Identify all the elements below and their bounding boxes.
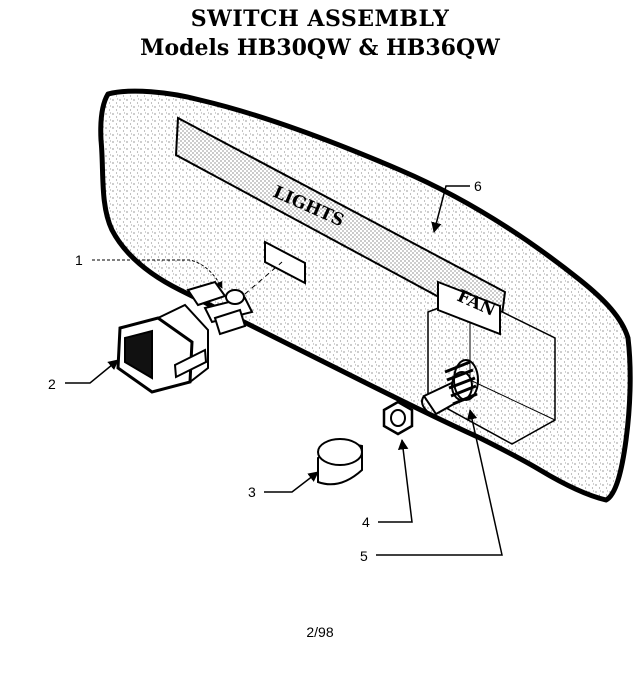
callout-1-leader <box>92 259 223 289</box>
callout-2: 2 <box>48 376 56 392</box>
callout-2-leader <box>65 359 119 384</box>
lights-switch-cutout <box>264 240 306 285</box>
callout-4-leader <box>378 438 413 523</box>
callout-5: 5 <box>360 548 368 564</box>
callout-1: 1 <box>75 252 83 268</box>
callout-4: 4 <box>362 514 370 530</box>
callout-3-leader <box>264 471 319 493</box>
fan-label-tab <box>437 280 501 336</box>
callout-5-leader <box>376 408 503 556</box>
hex-nut <box>382 400 414 436</box>
diagram-title: SWITCH ASSEMBLY <box>190 6 450 32</box>
diagram-subtitle: Models HB30QW & HB36QW <box>140 35 500 61</box>
callout-6-leader <box>431 185 470 234</box>
threaded-shaft <box>421 359 479 416</box>
rocker-switch <box>116 303 209 394</box>
callout-6: 6 <box>474 178 482 194</box>
revision-date: 2/98 <box>306 624 334 640</box>
alignment-line <box>237 261 283 301</box>
fan-knob <box>317 438 363 486</box>
switch-terminals <box>186 280 254 336</box>
callout-3: 3 <box>248 484 256 500</box>
